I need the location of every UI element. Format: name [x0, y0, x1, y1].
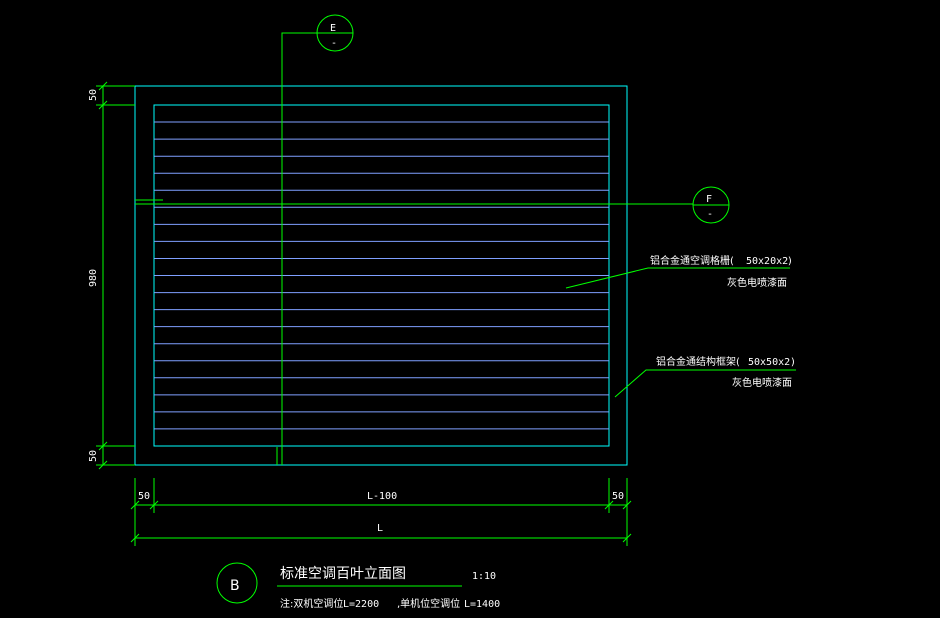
note-mid: ,单机位空调位 [397, 597, 460, 610]
annotation-blade: 铝合金通空调格栅( 50x20x2 ) 灰色电喷漆面 [565, 254, 793, 289]
dim-bottom-overall: L [377, 523, 383, 534]
note-prefix: 注:双机空调位 [280, 597, 343, 610]
annotation-blade-line1: 铝合金通空调格栅( [650, 254, 734, 267]
section-e-letter: E [330, 23, 336, 34]
annotation-blade-line2: 灰色电喷漆面 [727, 276, 787, 289]
dim-left-middle: 980 [88, 269, 99, 287]
annotation-frame-spec: 50x50x2 [748, 357, 790, 368]
section-e-sub: - [331, 38, 337, 49]
note-l1: L=2200 [343, 599, 379, 610]
louver-blades [154, 121, 609, 430]
section-f-sub: - [707, 209, 713, 220]
dim-bottom-left: 50 [138, 491, 150, 502]
annotation-frame-line1: 铝合金通结构框架( [656, 355, 740, 368]
annotation-frame-close: ) [790, 357, 796, 368]
annotation-frame-line2: 灰色电喷漆面 [732, 376, 792, 389]
title-block: B 标准空调百叶立面图 1:10 注:双机空调位 L=2200 ,单机位空调位 … [216, 562, 500, 610]
drawing-scale: 1:10 [472, 571, 496, 582]
annotation-blade-spec: 50x20x2 [746, 256, 788, 267]
bottom-dimension: 50 L-100 50 L [130, 478, 632, 546]
dim-bottom-middle: L-100 [367, 491, 397, 502]
section-line-f: F - [135, 186, 730, 224]
outer-frame [134, 85, 628, 466]
left-dimension: 50 980 50 [88, 81, 135, 470]
dim-left-top: 50 [88, 89, 99, 101]
annotation-blade-close: ) [787, 256, 793, 267]
section-line-e: E - [276, 14, 354, 465]
annotation-frame: 铝合金通结构框架( 50x50x2 ) 灰色电喷漆面 [614, 355, 796, 398]
dim-left-bottom: 50 [88, 450, 99, 462]
drawing-symbol-letter: B [230, 578, 240, 594]
note-l2: L=1400 [464, 599, 500, 610]
drawing-symbol [216, 562, 258, 604]
dim-bottom-right: 50 [612, 491, 624, 502]
section-f-letter: F [706, 194, 712, 205]
drawing-title: 标准空调百叶立面图 [280, 566, 406, 582]
